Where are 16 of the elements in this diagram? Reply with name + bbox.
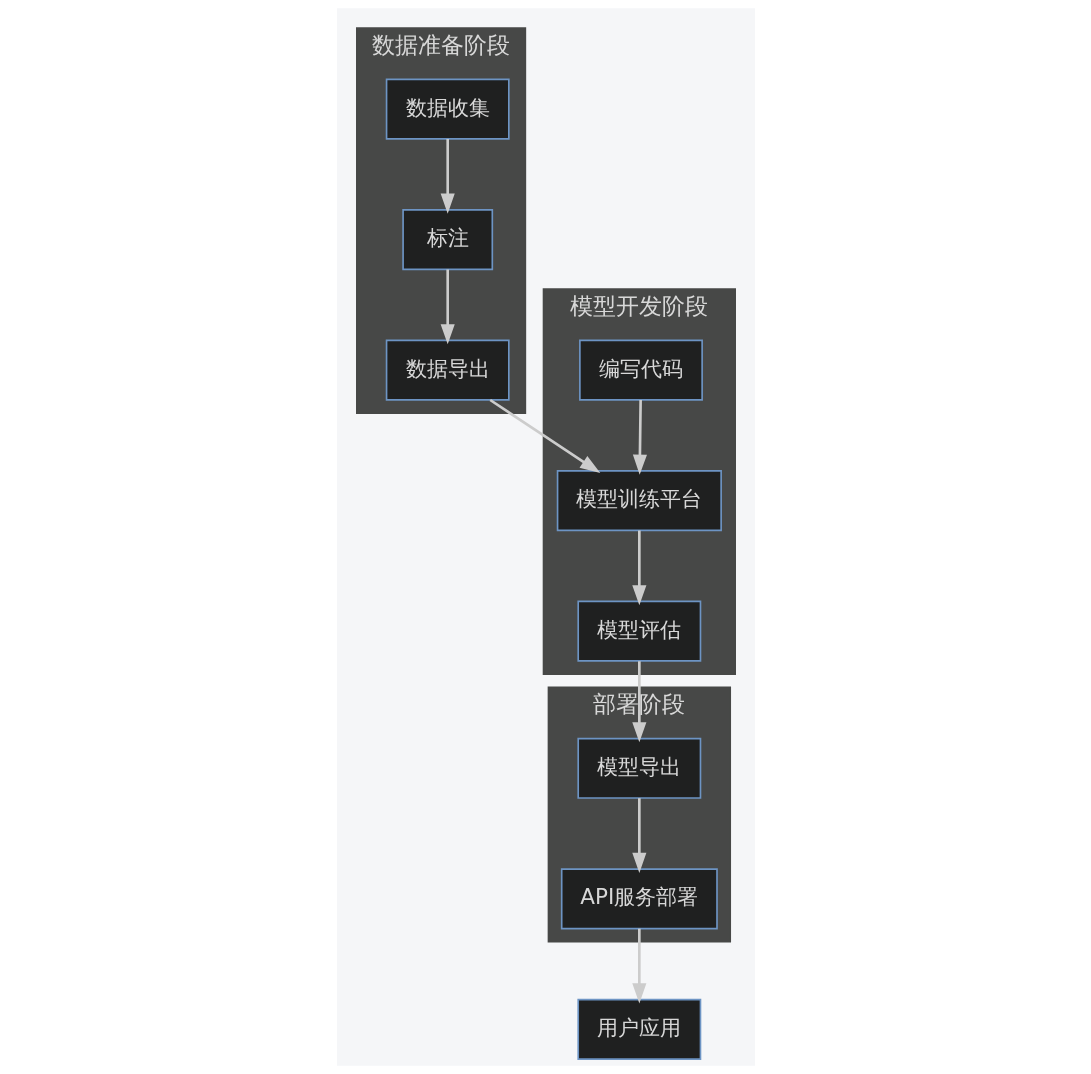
node-box: 数据收集 bbox=[385, 78, 510, 140]
arrow bbox=[440, 138, 455, 214]
arrow bbox=[631, 798, 646, 873]
node-box: 编写代码 bbox=[578, 339, 703, 401]
node-box: 标注 bbox=[401, 209, 493, 271]
node-box: API服务部署 bbox=[560, 868, 718, 930]
arrow bbox=[631, 661, 646, 743]
node-box: 用户应用 bbox=[576, 998, 701, 1060]
node-box: 数据导出 bbox=[385, 339, 510, 401]
node-box: 模型导出 bbox=[576, 737, 701, 799]
arrow bbox=[631, 928, 646, 1004]
node-box: 模型训练平台 bbox=[556, 470, 722, 532]
arrow bbox=[632, 400, 647, 475]
node-box: 模型评估 bbox=[576, 600, 701, 662]
arrow bbox=[631, 530, 646, 606]
arrow bbox=[440, 269, 455, 345]
